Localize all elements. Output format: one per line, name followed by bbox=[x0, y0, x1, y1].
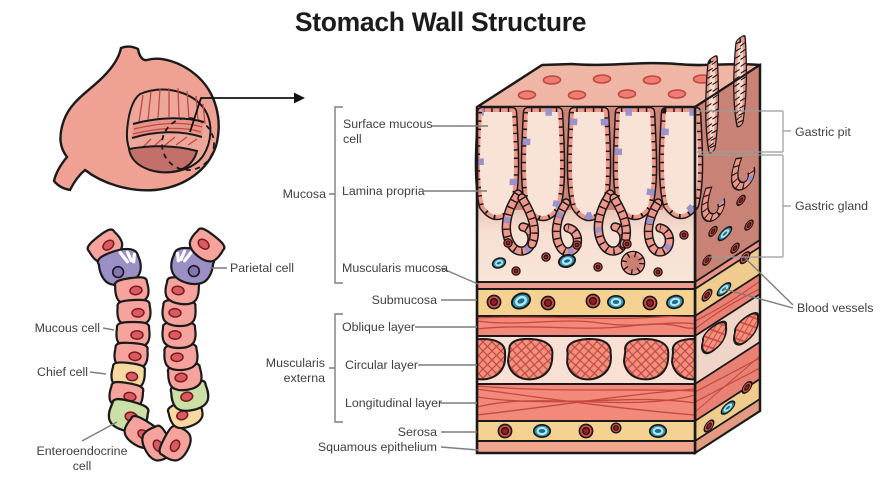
side-circular-blob bbox=[700, 320, 728, 355]
label-gastric-pit: Gastric pit bbox=[795, 125, 851, 139]
label-parietal-cell: Parietal cell bbox=[230, 261, 295, 275]
label-surface-mucous-cell: Surface mucous cell bbox=[343, 117, 433, 146]
side-circular-blob bbox=[732, 311, 760, 346]
mucous-cell-shape bbox=[164, 276, 201, 306]
cutaway-longitudinal-stripes bbox=[138, 87, 206, 125]
stomach-illustration bbox=[52, 45, 220, 192]
label-circular-layer: Circular layer bbox=[345, 358, 418, 372]
label-muscularis-mucosa: Muscularis mucosa bbox=[342, 261, 449, 275]
wall-block-front-face bbox=[461, 107, 716, 455]
gastric-pit-openings bbox=[517, 74, 712, 100]
mucous-cell-line bbox=[102, 327, 115, 331]
gastric-glands bbox=[506, 194, 669, 272]
parietal-cell-shape bbox=[96, 247, 142, 287]
side-oblique-lines bbox=[694, 280, 761, 330]
chief-cell-shape bbox=[110, 361, 147, 391]
blood-vessels-lines bbox=[723, 257, 794, 309]
label-mucous-cell: Mucous cell bbox=[34, 321, 100, 335]
label-muscularis-externa: Muscularis externa bbox=[265, 356, 325, 385]
label-gastric-gland: Gastric gland bbox=[795, 199, 869, 213]
muscularis-mucosa-line bbox=[440, 267, 479, 285]
front-muscularis-mucosa bbox=[476, 281, 696, 290]
mucous-cell-shape bbox=[115, 320, 151, 350]
squamous-epithelium-line bbox=[440, 446, 479, 451]
mucous-cell-shape bbox=[116, 298, 152, 328]
label-lamina-propria: Lamina propria bbox=[342, 184, 425, 198]
dashed-focus-circle bbox=[161, 117, 215, 171]
canaliculi bbox=[118, 250, 136, 264]
label-submucosa: Submucosa bbox=[371, 293, 437, 307]
mucous-cell-shape bbox=[188, 227, 226, 263]
pit-channels bbox=[515, 110, 663, 210]
cutaway-inner-cavity bbox=[127, 145, 199, 174]
label-oblique-layer: Oblique layer bbox=[342, 320, 416, 334]
side-longitudinal-lines bbox=[694, 355, 761, 413]
label-longitudinal-layer: Longitudinal layer bbox=[345, 396, 443, 410]
zoom-arrow bbox=[189, 92, 305, 133]
longitudinal-muscle-lines bbox=[477, 385, 695, 416]
annotation-lines bbox=[81, 106, 794, 451]
label-enteroendocrine-cell: Enteroendocrine cell bbox=[36, 444, 128, 473]
gastric-pit-bracket bbox=[697, 110, 791, 153]
gastric-gland-bracket bbox=[699, 154, 791, 258]
stomach-cutaway-window bbox=[125, 87, 212, 174]
chief-cell-line bbox=[89, 371, 107, 375]
label-blood-vessels: Blood vessels bbox=[797, 301, 874, 315]
label-chief-cell: Chief cell bbox=[37, 365, 88, 379]
muscularis-externa-bracket bbox=[329, 313, 343, 423]
mucous-cell-shape bbox=[161, 298, 197, 328]
circular-muscle-bundles bbox=[477, 337, 695, 381]
label-squamous-epithelium: Squamous epithelium bbox=[317, 440, 437, 454]
page-title: Stomach Wall Structure bbox=[294, 7, 587, 37]
front-face-outline bbox=[475, 107, 697, 455]
gland-cell-diagram bbox=[86, 227, 226, 462]
front-squamous-epithelium bbox=[476, 440, 696, 454]
arrowhead bbox=[294, 92, 305, 104]
oblique-muscle-lines bbox=[477, 316, 695, 330]
canaliculi bbox=[176, 249, 194, 263]
mucous-cell-shape bbox=[158, 424, 192, 462]
front-oblique-layer bbox=[476, 315, 696, 337]
cutaway-circular-stripes bbox=[132, 122, 203, 135]
mucous-cell-shape bbox=[113, 276, 150, 306]
mucosa-bracket bbox=[329, 106, 343, 284]
enteroendocrine-cell-line bbox=[81, 421, 118, 442]
label-mucosa: Mucosa bbox=[282, 187, 326, 201]
label-serosa: Serosa bbox=[397, 425, 437, 439]
